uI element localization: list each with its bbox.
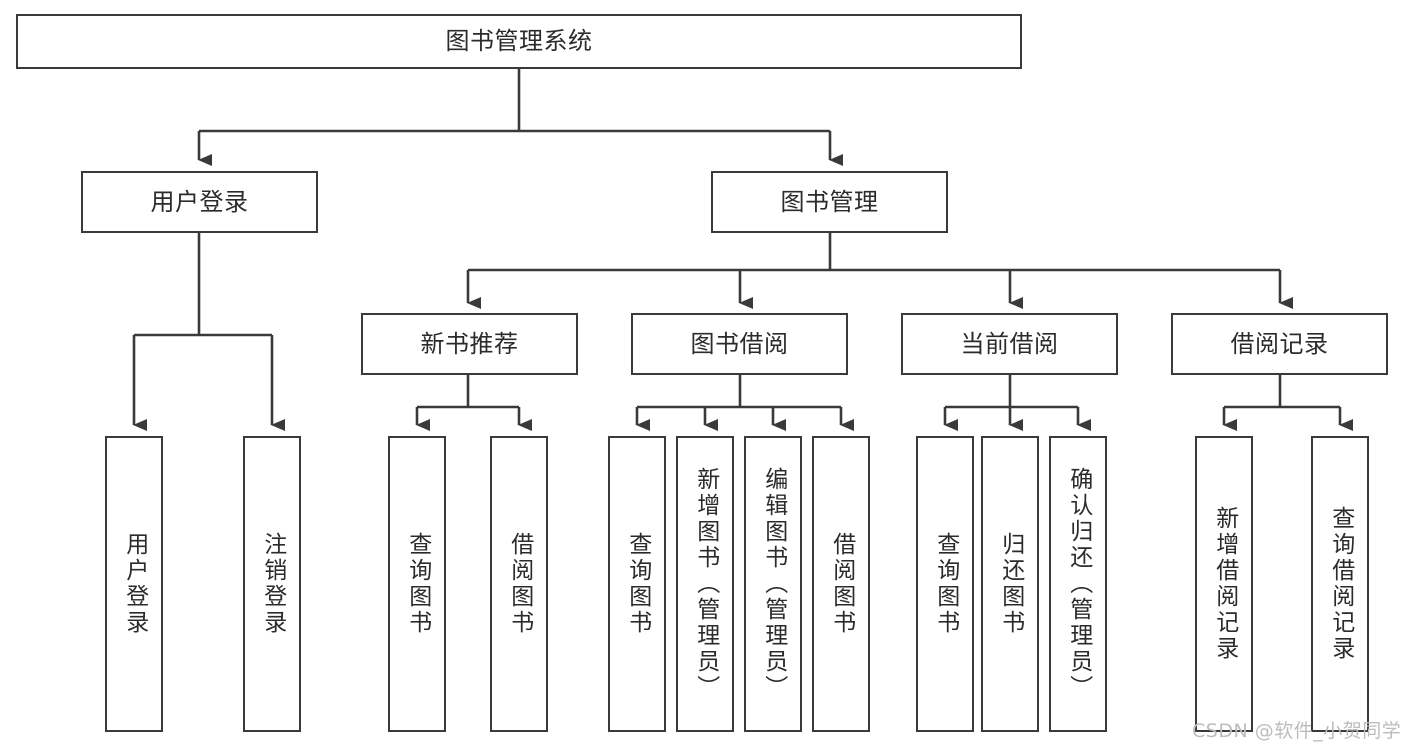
leaf-new-book-query-book[interactable]: 查询图书 (388, 436, 446, 732)
node-label: 图书借阅 (690, 329, 789, 358)
leaf-book-borrow-query-book[interactable]: 查询图书 (608, 436, 666, 732)
node-label: 新增图书（管理员） (692, 467, 719, 701)
node-label: 借阅图书 (828, 532, 855, 636)
node-book-management[interactable]: 图书管理 (711, 171, 948, 233)
leaf-book-borrow-borrow-book[interactable]: 借阅图书 (812, 436, 870, 732)
node-current-borrow[interactable]: 当前借阅 (901, 313, 1118, 375)
node-label: 借阅图书 (506, 532, 533, 636)
leaf-new-book-borrow-book[interactable]: 借阅图书 (490, 436, 548, 732)
leaf-book-borrow-edit-book-admin[interactable]: 编辑图书（管理员） (744, 436, 802, 732)
leaf-current-borrow-query-book[interactable]: 查询图书 (916, 436, 974, 732)
leaf-borrow-record-add-record[interactable]: 新增借阅记录 (1195, 436, 1253, 732)
node-book-borrow[interactable]: 图书借阅 (631, 313, 848, 375)
node-label: 借阅记录 (1230, 329, 1329, 358)
node-borrow-record[interactable]: 借阅记录 (1171, 313, 1388, 375)
node-label: 查询图书 (404, 532, 431, 636)
leaf-book-borrow-add-book-admin[interactable]: 新增图书（管理员） (676, 436, 734, 732)
node-label: 确认归还（管理员） (1065, 467, 1092, 701)
node-label: 查询借阅记录 (1327, 506, 1354, 662)
leaf-current-borrow-return-book[interactable]: 归还图书 (981, 436, 1039, 732)
node-new-book-recommend[interactable]: 新书推荐 (361, 313, 578, 375)
node-user-login[interactable]: 用户登录 (81, 171, 318, 233)
node-label: 查询图书 (932, 532, 959, 636)
node-label: 用户登录 (150, 187, 249, 216)
node-label: 图书管理系统 (445, 27, 593, 56)
node-label: 新增借阅记录 (1211, 506, 1238, 662)
node-label: 图书管理 (780, 187, 879, 216)
leaf-current-borrow-confirm-return-admin[interactable]: 确认归还（管理员） (1049, 436, 1107, 732)
node-label: 新书推荐 (420, 329, 519, 358)
leaf-borrow-record-query-record[interactable]: 查询借阅记录 (1311, 436, 1369, 732)
leaf-user-login-logout[interactable]: 注销登录 (243, 436, 301, 732)
node-label: 用户登录 (121, 532, 148, 636)
node-label: 查询图书 (624, 532, 651, 636)
watermark: CSDN @软件_小贺同学 (1192, 720, 1402, 742)
node-label: 注销登录 (259, 532, 286, 636)
node-root-book-management-system[interactable]: 图书管理系统 (16, 14, 1022, 69)
node-label: 当前借阅 (960, 329, 1059, 358)
leaf-user-login-login[interactable]: 用户登录 (105, 436, 163, 732)
node-label: 编辑图书（管理员） (760, 467, 787, 701)
node-label: 归还图书 (997, 532, 1024, 636)
